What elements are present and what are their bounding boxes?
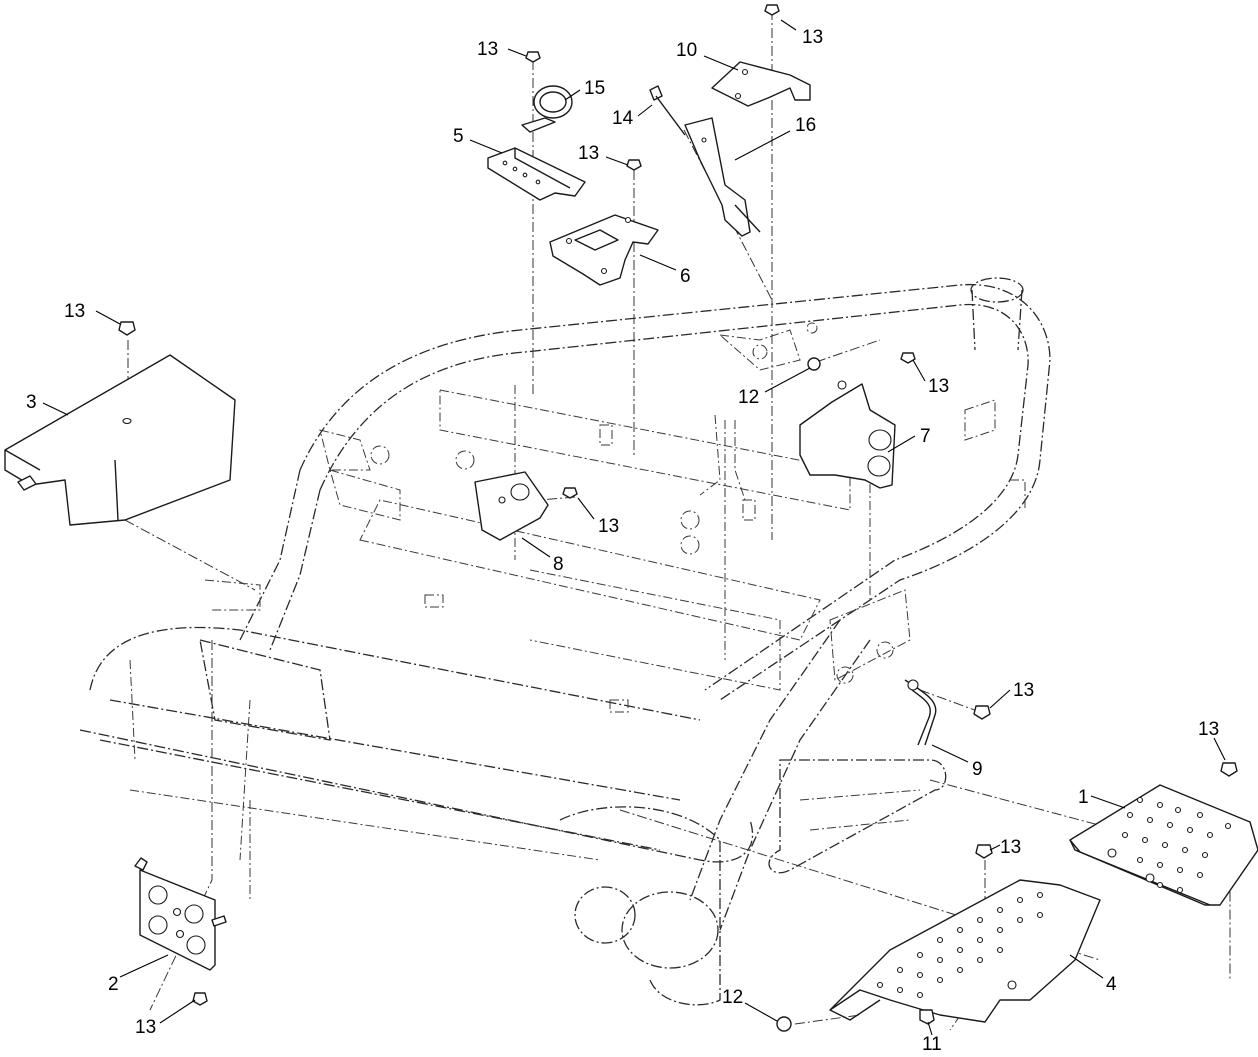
callout-5: 5 bbox=[453, 126, 464, 147]
callout-12: 12 bbox=[738, 387, 759, 408]
callout-15: 15 bbox=[584, 78, 605, 99]
part-5-bracket bbox=[487, 147, 586, 201]
part-15-clamp bbox=[521, 85, 573, 133]
fasteners bbox=[118, 4, 1238, 1032]
callout-13: 13 bbox=[135, 1017, 156, 1038]
part-3-shield bbox=[4, 354, 236, 526]
part-8-bracket bbox=[474, 471, 549, 541]
step-4-holes bbox=[876, 891, 1044, 999]
chassis-frame bbox=[79, 277, 1051, 1006]
part-9-tube bbox=[904, 679, 937, 746]
part-7-plate bbox=[799, 380, 896, 489]
callout-4: 4 bbox=[1106, 974, 1117, 995]
callout-13: 13 bbox=[64, 301, 85, 322]
part-4-step bbox=[829, 879, 1101, 1023]
callout-7: 7 bbox=[920, 426, 931, 447]
callout-9: 9 bbox=[972, 759, 983, 780]
step-1-holes bbox=[1107, 796, 1232, 894]
callout-13: 13 bbox=[1198, 719, 1219, 740]
assembly-centerlines bbox=[124, 10, 1231, 1031]
part-10-bracket bbox=[711, 61, 811, 107]
part-2-plate bbox=[134, 857, 227, 971]
callout-13: 13 bbox=[1000, 837, 1021, 858]
callout-13: 13 bbox=[598, 516, 619, 537]
callout-13: 13 bbox=[477, 39, 498, 60]
callout-1: 1 bbox=[1078, 787, 1089, 808]
callout-16: 16 bbox=[795, 115, 816, 136]
part-6-mount bbox=[549, 214, 659, 286]
callout-13: 13 bbox=[1013, 680, 1034, 701]
callout-2: 2 bbox=[108, 974, 119, 995]
callout-3: 3 bbox=[26, 392, 37, 413]
callout-13: 13 bbox=[928, 376, 949, 397]
leader-lines bbox=[42, 19, 1226, 1036]
part-1-step bbox=[1069, 784, 1258, 906]
callout-12: 12 bbox=[722, 987, 743, 1008]
part-14-bolt bbox=[649, 85, 686, 136]
callout-13: 13 bbox=[578, 143, 599, 164]
callout-14: 14 bbox=[612, 108, 634, 129]
callout-6: 6 bbox=[680, 266, 691, 287]
callout-13: 13 bbox=[802, 27, 823, 48]
callout-8: 8 bbox=[553, 554, 564, 575]
part-16-strap bbox=[684, 117, 761, 237]
callout-labels: 13 13 15 10 5 14 16 13 6 13 3 12 13 7 13… bbox=[26, 27, 1219, 1055]
callout-10: 10 bbox=[676, 40, 697, 61]
callout-11: 11 bbox=[922, 1034, 942, 1055]
